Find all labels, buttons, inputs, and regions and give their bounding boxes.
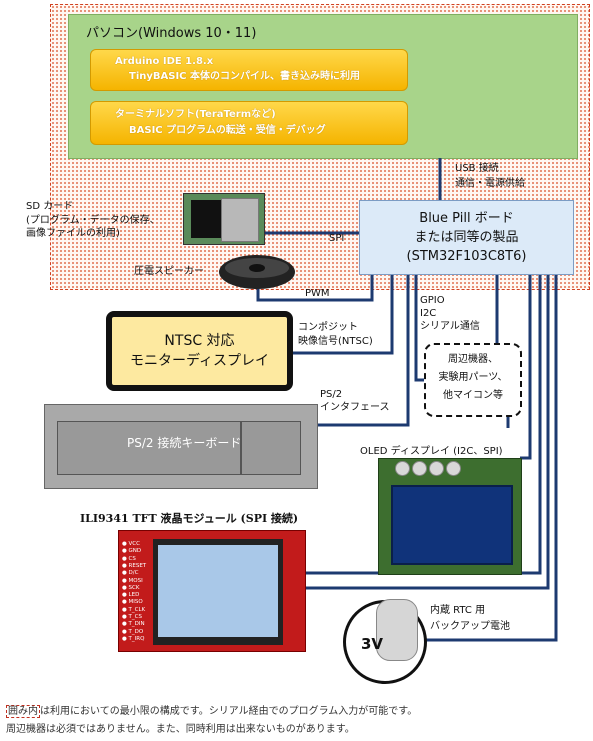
keyboard-main-keys [57,421,241,475]
rtc-battery: 3V [343,599,427,684]
peripherals-line1: 周辺機器、 [448,354,498,365]
gpio-wire [414,273,425,382]
footnote-line2: 周辺機器は必須ではありません。また、同時利用は出来ないものがあります。 [6,724,355,735]
tft-pin: ● T_DIN [122,621,145,628]
peripherals-line3: 他マイコン等 [443,390,503,401]
footnote-line1: は利用においての最小限の構成です。シリアル経由でのプログラム入力が可能です。 [40,706,418,717]
oled-wire [520,273,532,460]
tft-pin: ● T_CS [122,614,142,620]
tft-wire-b [300,273,550,590]
rtc-sub-label: バックアップ電池 [430,621,510,632]
tft-pin: ● LED [122,592,140,599]
blue-pill-line2: または同等の製品 [414,230,519,245]
piezo-speaker-icon [219,255,295,289]
oled-label: OLED ディスプレイ (I2C、SPI) [360,446,503,457]
arduino-ide-box: Arduino IDE 1.8.x TinyBASIC 本体のコンパイル、書き込… [90,49,408,91]
tft-pin: ● RESET [122,562,147,569]
tft-pin: ● T_CLK [122,606,146,613]
tft-pin: ● VCC [122,541,140,547]
terminal-line2: BASIC プログラムの転送・受信・デバッグ [129,125,326,136]
gpio-label: GPIO [420,295,445,306]
rtc-wire [420,273,558,642]
tft-label: ILI9341 TFT 液晶モジュール (SPI 接続) [80,512,299,525]
sd-card-module [183,193,265,245]
composite-sub-label: 映像信号(NTSC) [298,336,373,347]
sd-sub-label-2: 画像ファイルの利用) [26,228,120,239]
terminal-line1: ターミナルソフト(TeraTermなど) [115,109,276,120]
tft-pin: ● D/C [122,570,139,577]
ntsc-line2: モニターディスプレイ [129,353,270,369]
oled-pin-icon [429,461,444,476]
ps2-sub-label: インタフェース [320,402,390,413]
oled-pin-icon [412,461,427,476]
ps2-label: PS/2 [320,389,343,400]
tft-pin: ● SCK [122,584,140,591]
tft-pin: ● T_DO [122,628,144,635]
blue-pill-line1: Blue Pill ボード [419,211,514,226]
oled-module [378,458,522,575]
keyboard-label: PS/2 接続キーボード [127,436,242,450]
oled-pin-icon [395,461,410,476]
sd-slot-icon [191,200,221,238]
spi-label: SPI [329,233,345,244]
tft-pin: ● MOSI [122,577,143,584]
battery-holder-icon [376,599,418,661]
oled-screen [391,485,513,565]
tft-pin: ● CS [122,555,136,562]
pwm-label: PWM [305,288,330,299]
tft-bezel [153,539,283,645]
tft-pin: ● T_IRQ [122,635,145,642]
keyboard-numpad [241,421,301,475]
peripherals-line2: 実験用パーツ、 [438,372,508,383]
tft-pin: ● MISO [122,599,143,606]
blue-pill-line3: (STM32F103C8T6) [406,249,527,264]
blue-pill-board: Blue Pill ボード または同等の製品 (STM32F103C8T6) [359,200,574,275]
sd-card-icon [221,198,259,242]
pwm-wire [256,273,374,302]
peripherals-box: 周辺機器、 実験用パーツ、 他マイコン等 [424,343,522,417]
sd-sub-label-1: (プログラム・データの保存、 [26,215,160,226]
ntsc-line1: NTSC 対応 [164,333,235,349]
composite-wire [293,273,394,355]
oled-pin-icon [446,461,461,476]
arduino-ide-line2: TinyBASIC 本体のコンパイル、書き込み時に利用 [129,71,360,82]
ntsc-monitor: NTSC 対応 モニターディスプレイ [106,311,293,391]
speaker-label: 圧電スピーカー [134,266,204,277]
composite-label: コンポジット [298,322,358,333]
usb-sub-label: 通信・電源供給 [455,178,525,189]
battery-label: 3V [361,635,384,653]
rtc-label: 内蔵 RTC 用 [430,605,486,616]
usb-label: USB 接続 [455,163,499,174]
tft-pin: ● GND [122,548,142,555]
tft-screen [158,545,278,637]
serial-label: シリアル通信 [420,321,480,332]
sd-label: SD カード [26,201,74,212]
i2c-label: I2C [420,308,437,319]
arduino-ide-line1: Arduino IDE 1.8.x [115,56,214,67]
terminal-box: ターミナルソフト(TeraTermなど) BASIC プログラムの転送・受信・デ… [90,101,408,145]
footnote: 囲み内は利用においての最小限の構成です。シリアル経由でのプログラム入力が可能です… [6,703,417,739]
ps2-wire [316,273,410,427]
ps2-keyboard: PS/2 接続キーボード [44,404,318,489]
tft-module: ● VCC● GND● CS● RESET● D/C● MOSI● SCK● L… [118,530,306,652]
footnote-tag: 囲み内 [6,705,40,718]
pc-title: パソコン(Windows 10・11) [86,26,257,41]
